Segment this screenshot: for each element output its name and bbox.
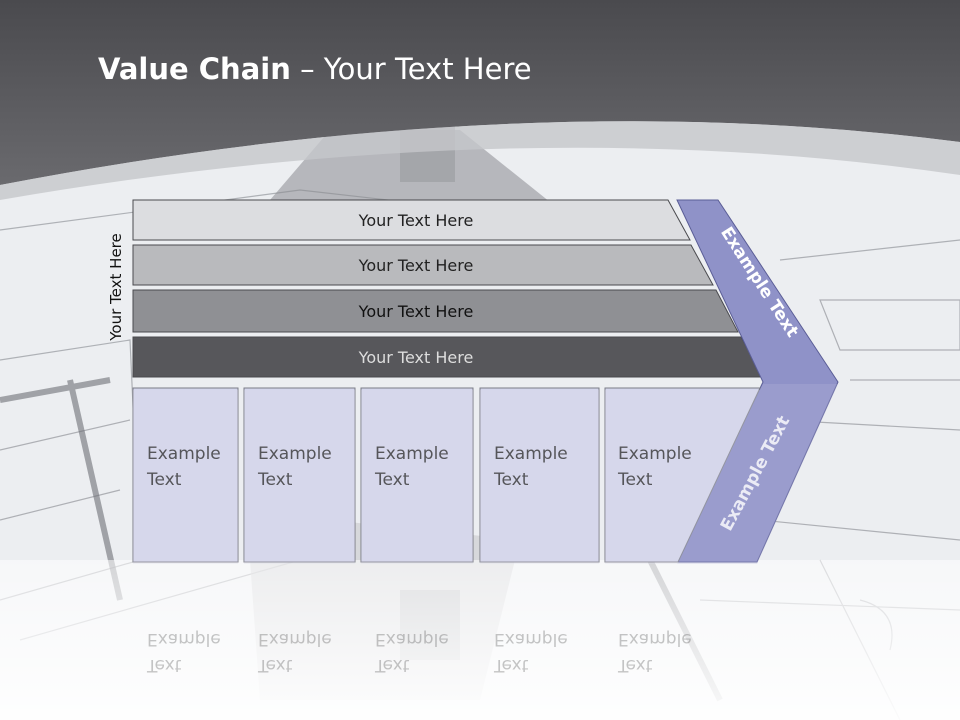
- reflection: TextExampleTextExampleTextExampleTextExa…: [133, 384, 838, 675]
- support-row: [132, 244, 714, 286]
- reflection-text-line1: Example: [494, 629, 568, 649]
- primary-box-line1: Example: [258, 444, 332, 464]
- reflection-text-line1: Example: [618, 629, 692, 649]
- reflection-text-line1: Example: [258, 629, 332, 649]
- primary-box: [243, 387, 356, 563]
- reflection-box: [361, 390, 473, 564]
- primary-box-line1: Example: [618, 444, 692, 464]
- primary-box-line1: Example: [147, 444, 221, 464]
- reflection-box: [480, 390, 599, 564]
- reflection-box: [605, 390, 760, 564]
- support-row: [132, 199, 691, 241]
- reflection-text-line2: Text: [257, 655, 293, 675]
- support-row-label: Your Text Here: [358, 348, 474, 367]
- reflection-text-line2: Text: [617, 655, 653, 675]
- primary-box: [360, 387, 474, 563]
- reflection-group: [133, 384, 838, 564]
- primary-box-line2: Text: [257, 470, 293, 490]
- primary-box-line2: Text: [374, 470, 410, 490]
- slide-title: Value Chain – Your Text Here: [98, 52, 532, 86]
- reflection-text-line1: Example: [375, 629, 449, 649]
- primary-box: [604, 387, 761, 563]
- reflection-text-line2: Text: [146, 655, 182, 675]
- title-bold: Value Chain: [98, 52, 291, 86]
- reflection-box: [244, 390, 355, 564]
- support-row-label: Your Text Here: [358, 211, 474, 230]
- primary-box-line1: Example: [494, 444, 568, 464]
- primary-box-line2: Text: [493, 470, 529, 490]
- reflection-text-line2: Text: [493, 655, 529, 675]
- reflection-box: [133, 390, 238, 564]
- reflection-text-line2: Text: [374, 655, 410, 675]
- support-row: [132, 289, 739, 333]
- primary-box: [132, 387, 239, 563]
- primary-box: [479, 387, 600, 563]
- primary-box-line1: Example: [375, 444, 449, 464]
- title-rest: – Your Text Here: [290, 52, 532, 86]
- reflection-chevron: [677, 384, 838, 564]
- reflection-text-line1: Example: [147, 629, 221, 649]
- support-row-label: Your Text Here: [358, 302, 474, 321]
- primary-box-line2: Text: [146, 470, 182, 490]
- margin-chevron-shape: [676, 199, 839, 563]
- primary-box-line2: Text: [617, 470, 653, 490]
- support-row-label: Your Text Here: [358, 256, 474, 275]
